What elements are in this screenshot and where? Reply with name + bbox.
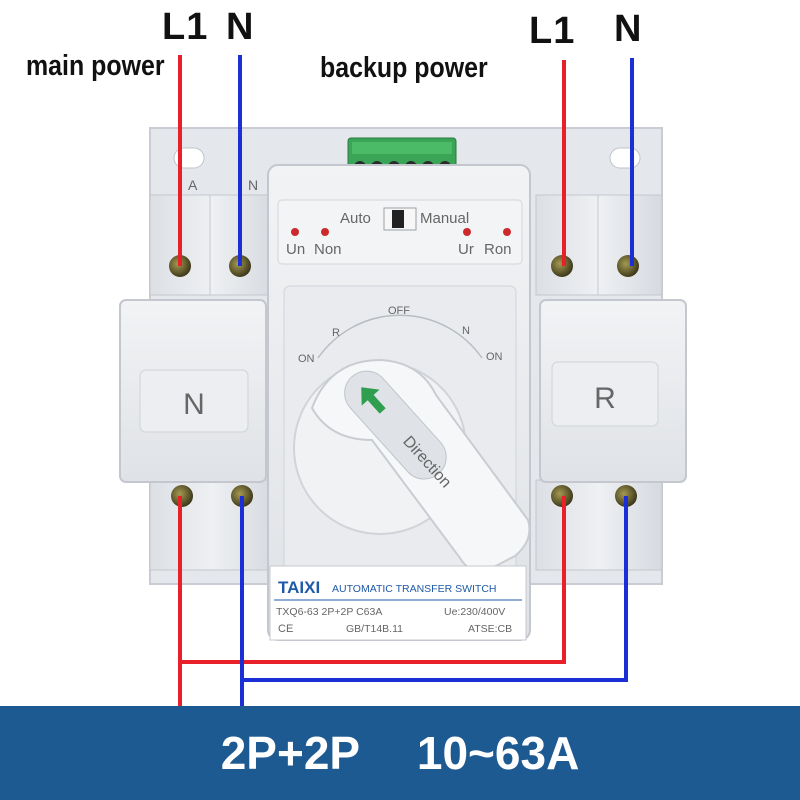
poles-label: 2P+2P [220,727,361,779]
terminal-screw [617,255,639,277]
output-l1-bridge [180,496,566,664]
backup-l1-label: L1 [529,10,576,52]
cover-letter-n: N [183,388,205,421]
direction-arrow-icon [361,387,386,414]
mode-auto-label: Auto [340,210,371,227]
dial-off-label: OFF [388,305,410,317]
upper-terminal-housing-left [149,194,275,296]
dial-r-label: R [332,327,340,339]
dial-n-label: N [462,325,470,337]
ur-led [463,228,471,236]
spec-banner [0,706,800,800]
spec-banner-text: 2P+2P 10~63A [0,706,800,800]
nameplate [269,565,527,641]
non-led [321,228,329,236]
indicator-panel [277,199,523,265]
voltage-label: Ue:230/400V [444,606,505,618]
dial-on-left: ON [298,353,315,365]
mode-manual-label: Manual [420,210,469,227]
un-led [291,228,299,236]
standard-label: GB/T14B.11 [346,623,403,635]
ron-led [503,228,511,236]
main-power-label: main power [26,50,165,82]
backup-power-label: backup power [320,52,488,84]
output-n-bridge [242,496,628,682]
type-label: ATSE:CB [468,623,512,635]
cover-letter-r: R [594,382,616,415]
ce-mark: CE [278,623,293,635]
mode-switch-knob[interactable] [392,210,404,228]
ur-label: Ur [458,241,474,258]
lower-terminal-housing-left [149,479,275,571]
terminal-letter-a: A [188,177,198,193]
model-label: TXQ6-63 2P+2P C63A [276,606,382,618]
ron-label: Ron [484,241,512,258]
brand-label: TAIXI [278,578,320,597]
main-l1-label: L1 [162,6,209,48]
un-label: Un [286,241,305,258]
non-label: Non [314,241,342,258]
terminal-letter-n: N [248,177,258,193]
product-name-label: AUTOMATIC TRANSFER SWITCH [332,583,497,595]
mount-hole [609,147,641,169]
current-label: 10~63A [416,727,580,779]
dial-on-right: ON [486,351,503,363]
upper-terminal-housing-right [535,194,663,296]
main-n-label: N [226,6,255,48]
backup-n-label: N [614,8,643,50]
